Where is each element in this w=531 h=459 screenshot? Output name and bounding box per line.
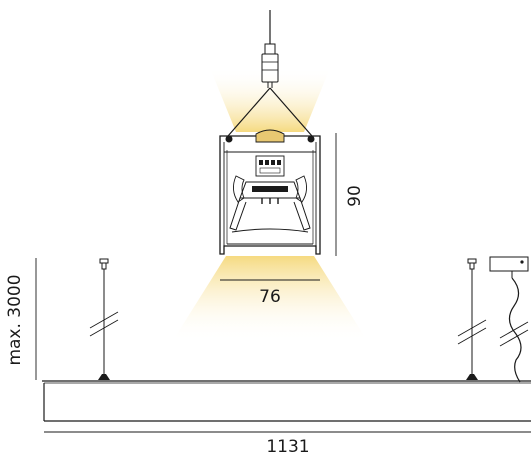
top-suspension (227, 10, 313, 137)
dimension-height: 90 (335, 133, 365, 256)
dimension-suspension: max. 3000 (5, 258, 37, 380)
profile-cross-section (219, 129, 321, 255)
uplight-beam (210, 68, 330, 132)
dimension-length: 1131 (44, 431, 531, 457)
profile-width-label: 76 (259, 287, 281, 307)
dimension-width: 76 (220, 279, 320, 307)
downlight-beam (172, 256, 368, 342)
luminaire-body (42, 380, 531, 422)
right-suspension-wire (457, 258, 487, 380)
power-feed (489, 256, 529, 383)
length-label: 1131 (266, 437, 309, 457)
left-suspension-wire (89, 258, 119, 380)
profile-height-label: 90 (345, 185, 365, 207)
suspension-height-label: max. 3000 (5, 274, 25, 365)
